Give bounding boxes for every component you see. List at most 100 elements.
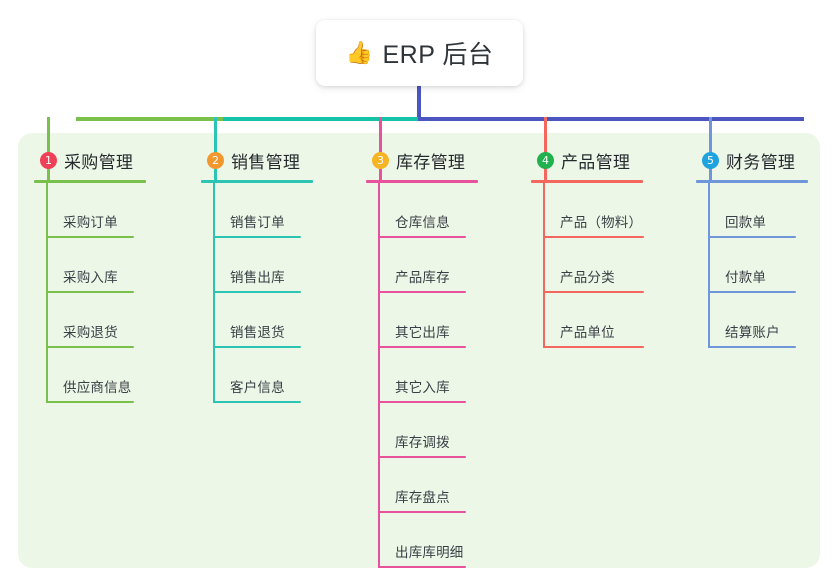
trunk-segment-teal xyxy=(223,117,418,121)
leaf-item[interactable]: 库存调拨 xyxy=(366,403,478,458)
page-title: 👍 ERP 后台 xyxy=(346,35,494,71)
thumbs-up-icon: 👍 xyxy=(345,40,374,65)
leaf-rule xyxy=(708,291,796,293)
leaf-rule xyxy=(213,346,301,348)
leaf-item[interactable]: 出库库明细 xyxy=(366,513,478,568)
root-node-card[interactable]: 👍 ERP 后台 xyxy=(316,20,523,86)
branch-header-5[interactable]: 5 财务管理 xyxy=(696,147,808,173)
branch-badge-4: 4 xyxy=(537,151,554,169)
branch-label-2: 销售管理 xyxy=(231,152,301,172)
branch-column-4: 4 产品管理产品（物料） 产品分类产品单位 xyxy=(531,147,644,348)
leaf-item[interactable]: 付款单 xyxy=(696,238,808,293)
root-title-text: ERP 后台 xyxy=(382,41,494,69)
leaf-item[interactable]: 采购退货 xyxy=(34,293,146,348)
leaf-rule xyxy=(46,401,134,403)
leaf-rule xyxy=(378,236,466,238)
leaf-item[interactable]: 销售订单 xyxy=(201,183,313,238)
leaf-rule xyxy=(708,236,796,238)
leaf-label: 产品分类 xyxy=(560,270,615,285)
branch-badge-5: 5 xyxy=(702,151,719,169)
leaf-label: 产品库存 xyxy=(395,270,450,285)
leaf-label: 采购订单 xyxy=(63,215,118,230)
leaf-item[interactable]: 回款单 xyxy=(696,183,808,238)
leaf-label: 结算账户 xyxy=(725,325,780,340)
branch-label-1: 采购管理 xyxy=(64,152,134,172)
leaf-item[interactable]: 产品（物料） xyxy=(531,183,644,238)
leaf-label: 供应商信息 xyxy=(63,380,132,395)
leaf-list-4: 产品（物料） 产品分类产品单位 xyxy=(531,183,644,348)
branch-spine-5 xyxy=(708,183,710,348)
leaf-item[interactable]: 其它入库 xyxy=(366,348,478,403)
leaf-item[interactable]: 产品单位 xyxy=(531,293,644,348)
branch-badge-3: 3 xyxy=(372,151,389,169)
leaf-label: 回款单 xyxy=(725,215,767,230)
leaf-rule xyxy=(213,236,301,238)
branch-column-2: 2 销售管理销售订单销售出库销售退货客户信息 xyxy=(201,147,313,403)
branch-rule-2 xyxy=(201,180,313,183)
trunk-segment-green xyxy=(76,117,223,121)
leaf-label: 采购入库 xyxy=(63,270,118,285)
branch-spine-4 xyxy=(543,183,545,348)
branch-column-3: 3 库存管理仓库信息产品库存其它出库其它入库库存调拨库存盘点出库库明细 xyxy=(366,147,478,568)
leaf-label: 销售订单 xyxy=(230,215,285,230)
leaf-label: 销售出库 xyxy=(230,270,285,285)
background-panel xyxy=(18,133,820,568)
leaf-item[interactable]: 结算账户 xyxy=(696,293,808,348)
branch-spine-1 xyxy=(46,183,48,403)
branch-rule-3 xyxy=(366,180,478,183)
leaf-item[interactable]: 采购入库 xyxy=(34,238,146,293)
leaf-item[interactable]: 客户信息 xyxy=(201,348,313,403)
branch-label-5: 财务管理 xyxy=(726,152,796,172)
leaf-item[interactable]: 销售出库 xyxy=(201,238,313,293)
leaf-label: 库存调拨 xyxy=(395,435,450,450)
branch-column-1: 1 采购管理采购订单采购入库采购退货供应商信息 xyxy=(34,147,146,403)
branch-header-4[interactable]: 4 产品管理 xyxy=(531,147,643,173)
leaf-label: 其它出库 xyxy=(395,325,450,340)
leaf-rule xyxy=(46,236,134,238)
leaf-label: 库存盘点 xyxy=(395,490,450,505)
branch-label-4: 产品管理 xyxy=(561,152,631,172)
leaf-item[interactable]: 供应商信息 xyxy=(34,348,146,403)
leaf-rule xyxy=(708,346,796,348)
branch-label-3: 库存管理 xyxy=(396,152,466,172)
leaf-item[interactable]: 采购订单 xyxy=(34,183,146,238)
leaf-list-1: 采购订单采购入库采购退货供应商信息 xyxy=(34,183,146,403)
leaf-rule xyxy=(46,291,134,293)
branch-header-3[interactable]: 3 库存管理 xyxy=(366,147,478,173)
branch-rule-5 xyxy=(696,180,808,183)
leaf-label: 产品单位 xyxy=(560,325,615,340)
branch-badge-1: 1 xyxy=(40,151,57,169)
branch-spine-2 xyxy=(213,183,215,403)
branch-rule-4 xyxy=(531,180,643,183)
leaf-item[interactable]: 产品分类 xyxy=(531,238,644,293)
branch-rule-1 xyxy=(34,180,146,183)
leaf-label: 仓库信息 xyxy=(395,215,450,230)
leaf-list-3: 仓库信息产品库存其它出库其它入库库存调拨库存盘点出库库明细 xyxy=(366,183,478,568)
leaf-rule xyxy=(378,346,466,348)
leaf-rule xyxy=(46,346,134,348)
leaf-label: 出库库明细 xyxy=(395,545,464,560)
leaf-label: 客户信息 xyxy=(230,380,285,395)
leaf-item[interactable]: 库存盘点 xyxy=(366,458,478,513)
branch-column-5: 5 财务管理回款单付款单结算账户 xyxy=(696,147,808,348)
leaf-rule xyxy=(213,401,301,403)
branch-badge-2: 2 xyxy=(207,151,224,169)
leaf-label: 产品（物料） xyxy=(560,215,643,230)
leaf-list-5: 回款单付款单结算账户 xyxy=(696,183,808,348)
leaf-item[interactable]: 销售退货 xyxy=(201,293,313,348)
leaf-rule xyxy=(378,566,466,568)
leaf-item[interactable]: 其它出库 xyxy=(366,293,478,348)
leaf-label: 采购退货 xyxy=(63,325,118,340)
leaf-rule xyxy=(378,291,466,293)
leaf-item[interactable]: 仓库信息 xyxy=(366,183,478,238)
leaf-rule xyxy=(378,401,466,403)
branch-header-1[interactable]: 1 采购管理 xyxy=(34,147,146,173)
branch-header-2[interactable]: 2 销售管理 xyxy=(201,147,313,173)
leaf-label: 其它入库 xyxy=(395,380,450,395)
leaf-rule xyxy=(378,511,466,513)
leaf-label: 付款单 xyxy=(725,270,767,285)
leaf-item[interactable]: 产品库存 xyxy=(366,238,478,293)
leaf-list-2: 销售订单销售出库销售退货客户信息 xyxy=(201,183,313,403)
leaf-rule xyxy=(378,456,466,458)
